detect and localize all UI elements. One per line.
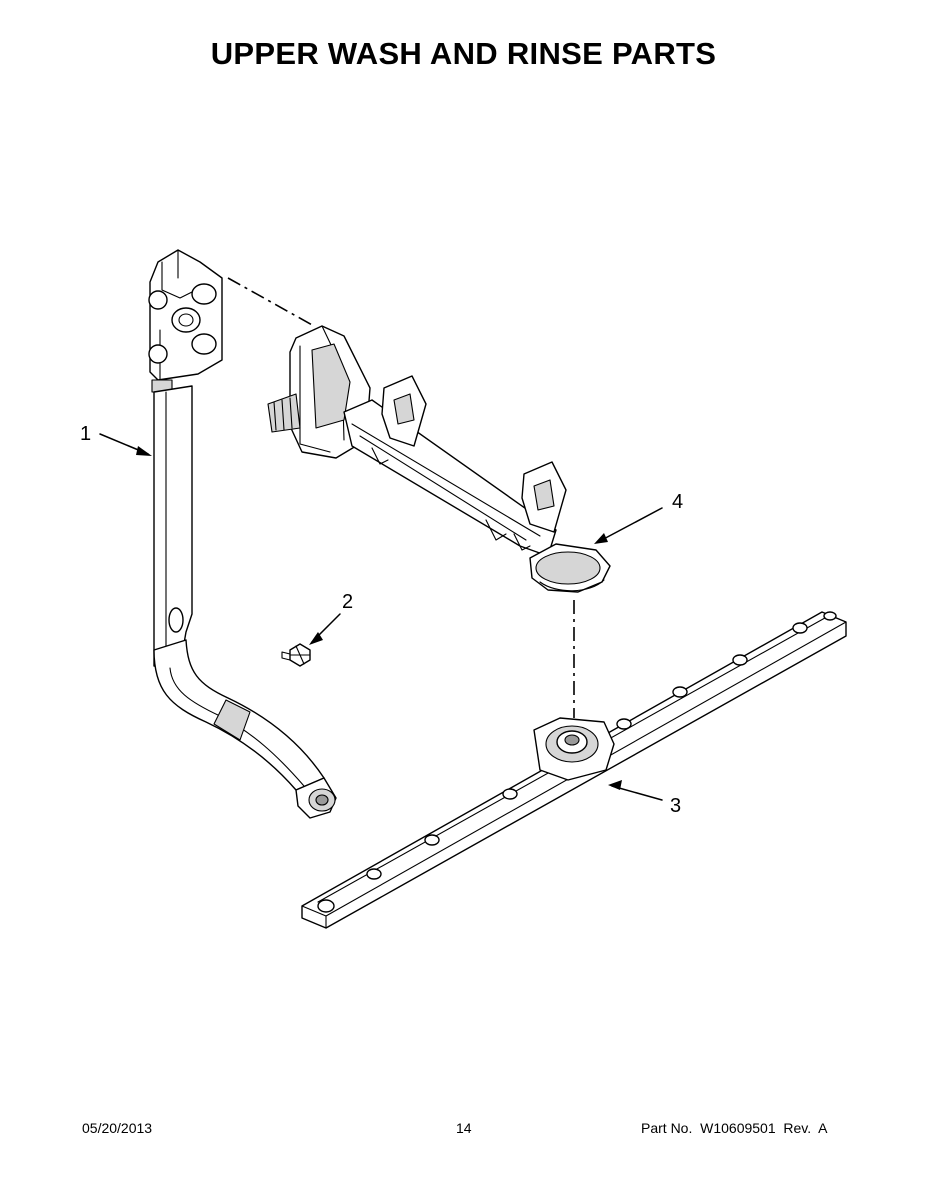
callout-label-4: 4 (672, 491, 683, 513)
part-2-screw (281, 643, 311, 667)
page-title: UPPER WASH AND RINSE PARTS (210, 36, 717, 71)
callout-label-2: 2 (342, 591, 353, 613)
footer-part-number: Part No. W10609501 Rev. A (641, 1120, 828, 1136)
part-4-spray-arm-mount (267, 325, 611, 593)
callout-2: 2 (309, 591, 353, 645)
part-3-spray-arm (301, 611, 847, 929)
callout-4: 4 (594, 491, 683, 544)
callout-1: 1 (80, 423, 152, 456)
callout-label-1: 1 (80, 423, 91, 445)
callout-3: 3 (608, 780, 681, 817)
footer-page-number: 14 (456, 1120, 472, 1136)
alignment-line-top (227, 277, 315, 327)
part-1-supply-tube (148, 249, 337, 819)
callout-label-3: 3 (670, 795, 681, 817)
footer-date: 05/20/2013 (82, 1120, 153, 1136)
